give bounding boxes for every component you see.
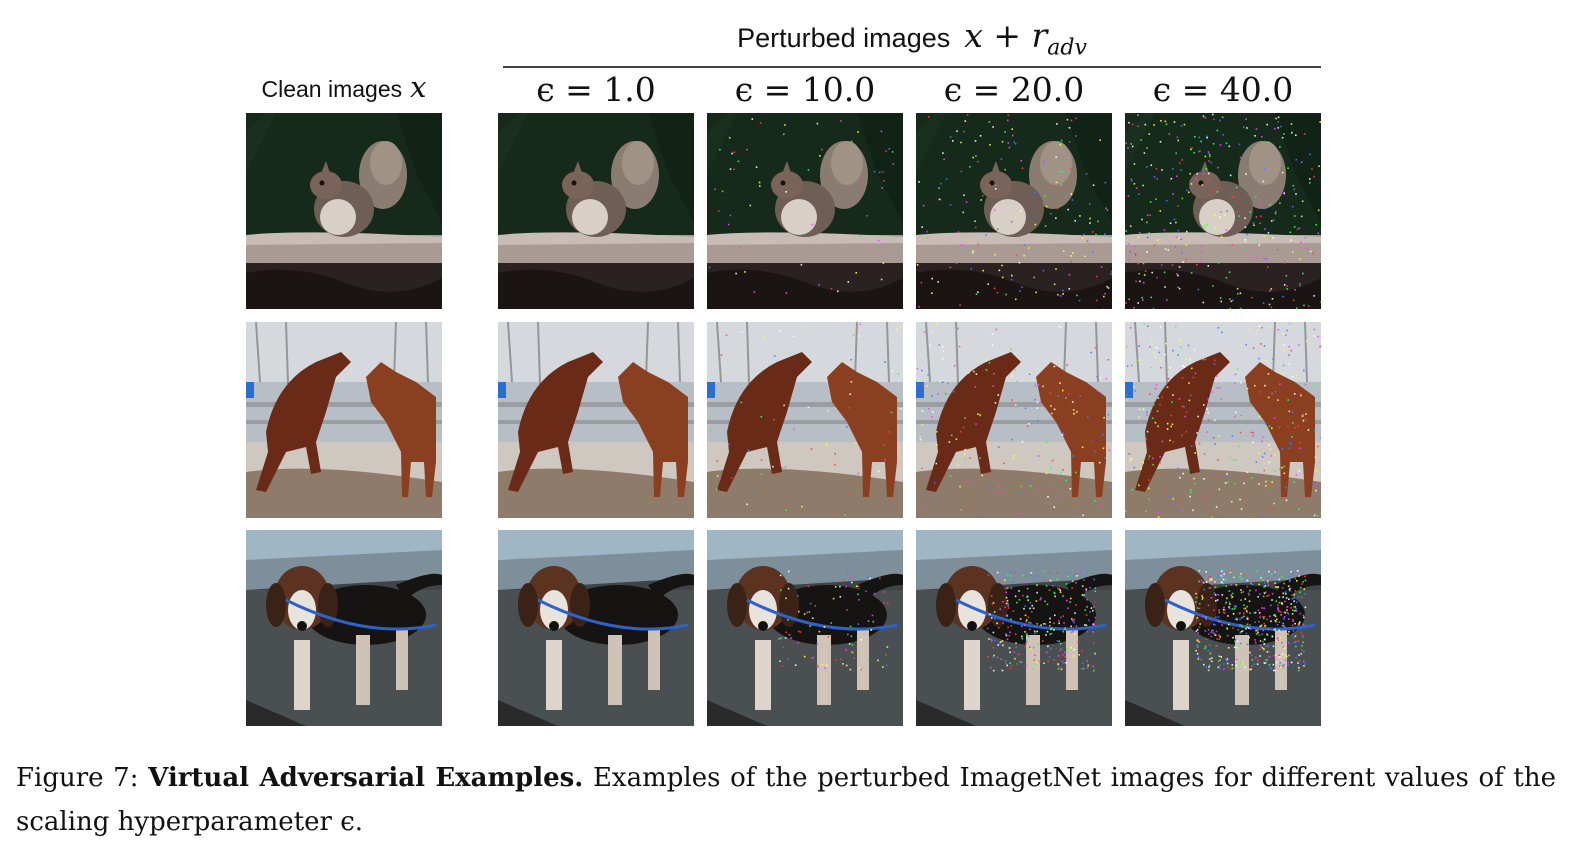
perturbed-images-header: Perturbed images x + radv — [503, 16, 1321, 61]
squirrel-photo — [707, 113, 903, 309]
perturbed-images-formula: x + radv — [964, 16, 1087, 61]
header-rule — [503, 66, 1321, 68]
clean-images-label: Clean images — [261, 76, 403, 102]
perturbed-image-horses-eps-1 — [498, 322, 694, 518]
epsilon-label-4: ϵ = 40.0 — [1152, 70, 1294, 109]
horses-photo — [498, 322, 694, 518]
dog-photo — [246, 530, 442, 726]
perturbed-images-label: Perturbed images — [737, 23, 951, 53]
perturbed-image-squirrel-eps-3 — [916, 113, 1112, 309]
horses-photo — [707, 322, 903, 518]
perturbed-image-horses-eps-3 — [916, 322, 1112, 518]
horses-photo — [916, 322, 1112, 518]
clean-images-formula: x — [410, 70, 427, 104]
perturbed-image-horses-eps-2 — [707, 322, 903, 518]
clean-image-horses — [246, 322, 442, 518]
perturbed-image-squirrel-eps-4 — [1125, 113, 1321, 309]
perturbed-image-squirrel-eps-2 — [707, 113, 903, 309]
figure-label: Figure 7: — [16, 763, 139, 793]
perturbed-image-dog-eps-3 — [916, 530, 1112, 726]
dog-photo — [707, 530, 903, 726]
perturbed-image-squirrel-eps-1 — [498, 113, 694, 309]
epsilon-label-2: ϵ = 10.0 — [734, 70, 876, 109]
horses-photo — [1125, 322, 1321, 518]
perturbed-image-dog-eps-1 — [498, 530, 694, 726]
perturbed-image-dog-eps-4 — [1125, 530, 1321, 726]
clean-image-dog — [246, 530, 442, 726]
dog-photo — [498, 530, 694, 726]
figure-title: Virtual Adversarial Examples. — [148, 763, 584, 793]
dog-photo — [1125, 530, 1321, 726]
figure-caption: Figure 7: Virtual Adversarial Examples. … — [16, 756, 1556, 844]
perturbed-image-horses-eps-4 — [1125, 322, 1321, 518]
epsilon-label-1: ϵ = 1.0 — [536, 70, 656, 109]
squirrel-photo — [498, 113, 694, 309]
figure-caption-text: Examples of the perturbed ImagetNet imag… — [16, 763, 1556, 837]
squirrel-photo — [916, 113, 1112, 309]
perturbed-image-dog-eps-2 — [707, 530, 903, 726]
clean-image-squirrel — [246, 113, 442, 309]
clean-images-header: Clean images x — [246, 70, 442, 104]
dog-photo — [916, 530, 1112, 726]
squirrel-photo — [246, 113, 442, 309]
squirrel-photo — [1125, 113, 1321, 309]
horses-photo — [246, 322, 442, 518]
epsilon-label-3: ϵ = 20.0 — [943, 70, 1085, 109]
